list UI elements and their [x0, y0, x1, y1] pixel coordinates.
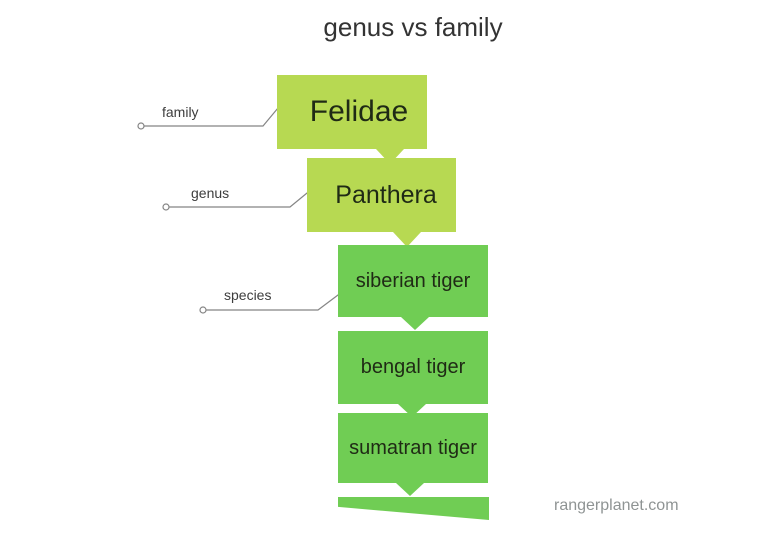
diagram-title: genus vs family — [323, 12, 503, 42]
pointer-tab-species-1 — [401, 317, 429, 330]
species-connector-dot — [199, 306, 207, 314]
node-species-2-label: bengal tiger — [360, 356, 466, 378]
rank-label-family: family — [162, 104, 199, 120]
genus-connector-dot — [162, 203, 170, 211]
pointer-tab-species-3 — [396, 483, 424, 496]
family-connector-dot — [137, 122, 145, 130]
node-species-3-label: sumatran tiger — [349, 436, 477, 459]
node-family-label: Felidae — [309, 95, 409, 128]
family-connector — [137, 95, 289, 130]
genus-connector — [162, 183, 319, 211]
node-species-siberian-tiger: siberian tiger — [338, 245, 488, 330]
node-species-sumatran-tiger: sumatran tiger — [338, 413, 488, 496]
watermark-text: rangerplanet.com — [554, 497, 679, 514]
node-genus-panthera: Panthera — [307, 158, 456, 247]
rank-label-genus: genus — [191, 185, 230, 201]
continuation-wedge — [338, 497, 489, 520]
pointer-tab-genus — [393, 232, 421, 247]
rank-label-species: species — [224, 287, 272, 303]
node-family-felidae: Felidae — [277, 75, 427, 164]
node-species-bengal-tiger: bengal tiger — [338, 331, 488, 417]
node-genus-label: Panthera — [335, 180, 437, 209]
node-species-1-label: siberian tiger — [355, 269, 471, 292]
